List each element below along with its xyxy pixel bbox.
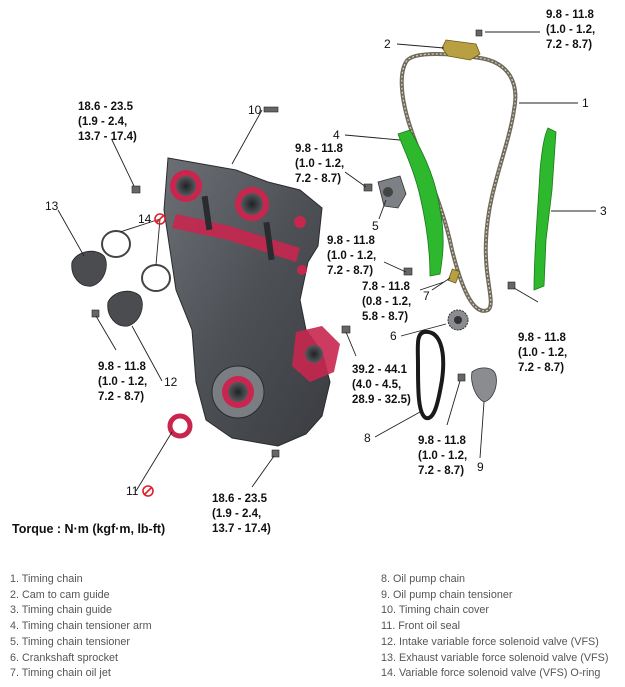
no-reuse-icon-11	[142, 485, 154, 497]
svg-text:(1.9 - 2.4,: (1.9 - 2.4,	[78, 116, 127, 128]
legend-item: 2. Cam to cam guide	[10, 588, 110, 601]
svg-text:9.8 - 11.8: 9.8 - 11.8	[546, 9, 595, 21]
legend-item: 12. Intake variable force solenoid valve…	[381, 635, 599, 648]
legend-item: 1. Timing chain	[10, 573, 83, 585]
parts-legend: 1. Timing chain 2. Cam to cam guide 3. T…	[10, 572, 620, 682]
svg-text:7.2 - 8.7): 7.2 - 8.7)	[327, 265, 373, 277]
svg-text:9.8 - 11.8: 9.8 - 11.8	[295, 143, 344, 155]
legend-item: 6. Crankshaft sprocket	[10, 651, 119, 664]
svg-text:9.8 - 11.8: 9.8 - 11.8	[327, 235, 376, 247]
legend-item: 9. Oil pump chain tensioner	[381, 588, 513, 601]
svg-text:(1.0 - 1.2,: (1.0 - 1.2,	[518, 347, 567, 359]
torque-spec-top-left: 18.6 - 23.5 (1.9 - 2.4, 13.7 - 17.4)	[78, 101, 137, 143]
legend-item: 13. Exhaust variable force solenoid valv…	[381, 651, 609, 664]
exhaust-vfs-valve	[71, 250, 107, 287]
svg-text:9.8 - 11.8: 9.8 - 11.8	[98, 361, 147, 373]
oil-pump-chain	[415, 329, 446, 421]
svg-text:7.2 - 8.7): 7.2 - 8.7)	[518, 362, 564, 374]
svg-text:7.8 - 11.8: 7.8 - 11.8	[362, 281, 411, 293]
bolts	[91, 29, 516, 458]
no-reuse-icon-14	[154, 213, 166, 225]
legend-item: 3. Timing chain guide	[10, 604, 113, 617]
svg-text:(0.8 - 1.2,: (0.8 - 1.2,	[362, 296, 411, 308]
timing-chain-tensioner	[377, 175, 407, 209]
callout-10: 10	[248, 103, 262, 117]
legend-item: 4. Timing chain tensioner arm	[10, 620, 152, 633]
legend-item: 8. Oil pump chain	[381, 573, 466, 585]
callout-14: 14	[138, 212, 152, 226]
callout-1: 1	[582, 96, 589, 110]
legend-column-left: 1. Timing chain 2. Cam to cam guide 3. T…	[10, 572, 152, 682]
front-oil-seal	[167, 413, 193, 439]
svg-text:5.8 - 8.7): 5.8 - 8.7)	[362, 311, 408, 323]
torque-spec-vfs-left: 9.8 - 11.8 (1.0 - 1.2, 7.2 - 8.7)	[98, 361, 147, 403]
callout-6: 6	[390, 329, 397, 343]
legend-item: 10. Timing chain cover	[381, 604, 490, 617]
oil-pump-chain-tensioner	[471, 367, 497, 403]
torque-spec-pump-tensioner: 9.8 - 11.8 (1.0 - 1.2, 7.2 - 8.7)	[418, 435, 467, 477]
svg-text:(1.0 - 1.2,: (1.0 - 1.2,	[546, 24, 595, 36]
callout-3: 3	[600, 204, 607, 218]
svg-text:(4.0 - 4.5,: (4.0 - 4.5,	[352, 379, 401, 391]
torque-spec-guide-right: 9.8 - 11.8 (1.0 - 1.2, 7.2 - 8.7)	[518, 332, 567, 374]
callout-4: 4	[333, 128, 340, 142]
callout-2: 2	[384, 37, 391, 51]
torque-spec-cover-mid: 39.2 - 44.1 (4.0 - 4.5, 28.9 - 32.5)	[352, 364, 411, 406]
svg-text:7.2 - 8.7): 7.2 - 8.7)	[546, 39, 592, 51]
callout-numbers: 1 2 3 4 5 6 7 8 9 10 11 12 13 14	[45, 37, 607, 498]
svg-text:9.8 - 11.8: 9.8 - 11.8	[418, 435, 467, 447]
svg-text:39.2 - 44.1: 39.2 - 44.1	[352, 364, 408, 376]
svg-text:28.9 - 32.5): 28.9 - 32.5)	[352, 394, 411, 406]
svg-text:(1.0 - 1.2,: (1.0 - 1.2,	[418, 450, 467, 462]
svg-text:9.8 - 11.8: 9.8 - 11.8	[518, 332, 567, 344]
timing-chain-tensioner-arm	[397, 129, 444, 277]
cam-to-cam-guide	[441, 39, 481, 61]
torque-spec-bottom: 18.6 - 23.5 (1.9 - 2.4, 13.7 - 17.4)	[212, 493, 271, 535]
leader-lines	[57, 31, 596, 492]
svg-text:(1.0 - 1.2,: (1.0 - 1.2,	[295, 158, 344, 170]
timing-chain-cover	[163, 157, 340, 447]
torque-spec-oil-jet: 7.8 - 11.8 (0.8 - 1.2, 5.8 - 8.7)	[362, 281, 411, 323]
vfs-o-rings	[101, 230, 171, 292]
svg-text:(1.9 - 2.4,: (1.9 - 2.4,	[212, 508, 261, 520]
legend-item: 7. Timing chain oil jet	[10, 667, 111, 680]
torque-spec-top-right: 9.8 - 11.8 (1.0 - 1.2, 7.2 - 8.7)	[546, 9, 595, 51]
torque-spec-tensioner: 9.8 - 11.8 (1.0 - 1.2, 7.2 - 8.7)	[295, 143, 344, 185]
callout-9: 9	[477, 460, 484, 474]
torque-unit-note: Torque : N·m (kgf·m, lb-ft)	[12, 522, 166, 536]
svg-text:(1.0 - 1.2,: (1.0 - 1.2,	[98, 376, 147, 388]
svg-text:7.2 - 8.7): 7.2 - 8.7)	[295, 173, 341, 185]
legend-item: 5. Timing chain tensioner	[10, 635, 131, 648]
callout-5: 5	[372, 219, 379, 233]
timing-chain-oil-jet	[447, 268, 461, 284]
callout-7: 7	[423, 289, 430, 303]
svg-text:13.7 - 17.4): 13.7 - 17.4)	[78, 131, 137, 143]
torque-spec-arm-bolt: 9.8 - 11.8 (1.0 - 1.2, 7.2 - 8.7)	[327, 235, 376, 277]
callout-13: 13	[45, 199, 59, 213]
svg-text:13.7 - 17.4): 13.7 - 17.4)	[212, 523, 271, 535]
exploded-parts-diagram: 1 2 3 4 5 6 7 8 9 10 11 12 13 14 9.8 - 1…	[45, 9, 607, 535]
intake-vfs-valve	[107, 290, 143, 327]
timing-chain-guide	[533, 127, 557, 291]
svg-text:7.2 - 8.7): 7.2 - 8.7)	[98, 391, 144, 403]
callout-11: 11	[126, 484, 139, 498]
svg-text:18.6 - 23.5: 18.6 - 23.5	[212, 493, 268, 505]
callout-8: 8	[364, 431, 371, 445]
svg-text:(1.0 - 1.2,: (1.0 - 1.2,	[327, 250, 376, 262]
legend-item: 11. Front oil seal	[381, 620, 461, 633]
svg-text:18.6 - 23.5: 18.6 - 23.5	[78, 101, 134, 113]
crankshaft-sprocket	[447, 309, 469, 331]
svg-text:7.2 - 8.7): 7.2 - 8.7)	[418, 465, 464, 477]
legend-item: 14. Variable force solenoid valve (VFS) …	[381, 667, 601, 680]
legend-column-right: 8. Oil pump chain 9. Oil pump chain tens…	[381, 572, 608, 682]
callout-12: 12	[164, 375, 178, 389]
